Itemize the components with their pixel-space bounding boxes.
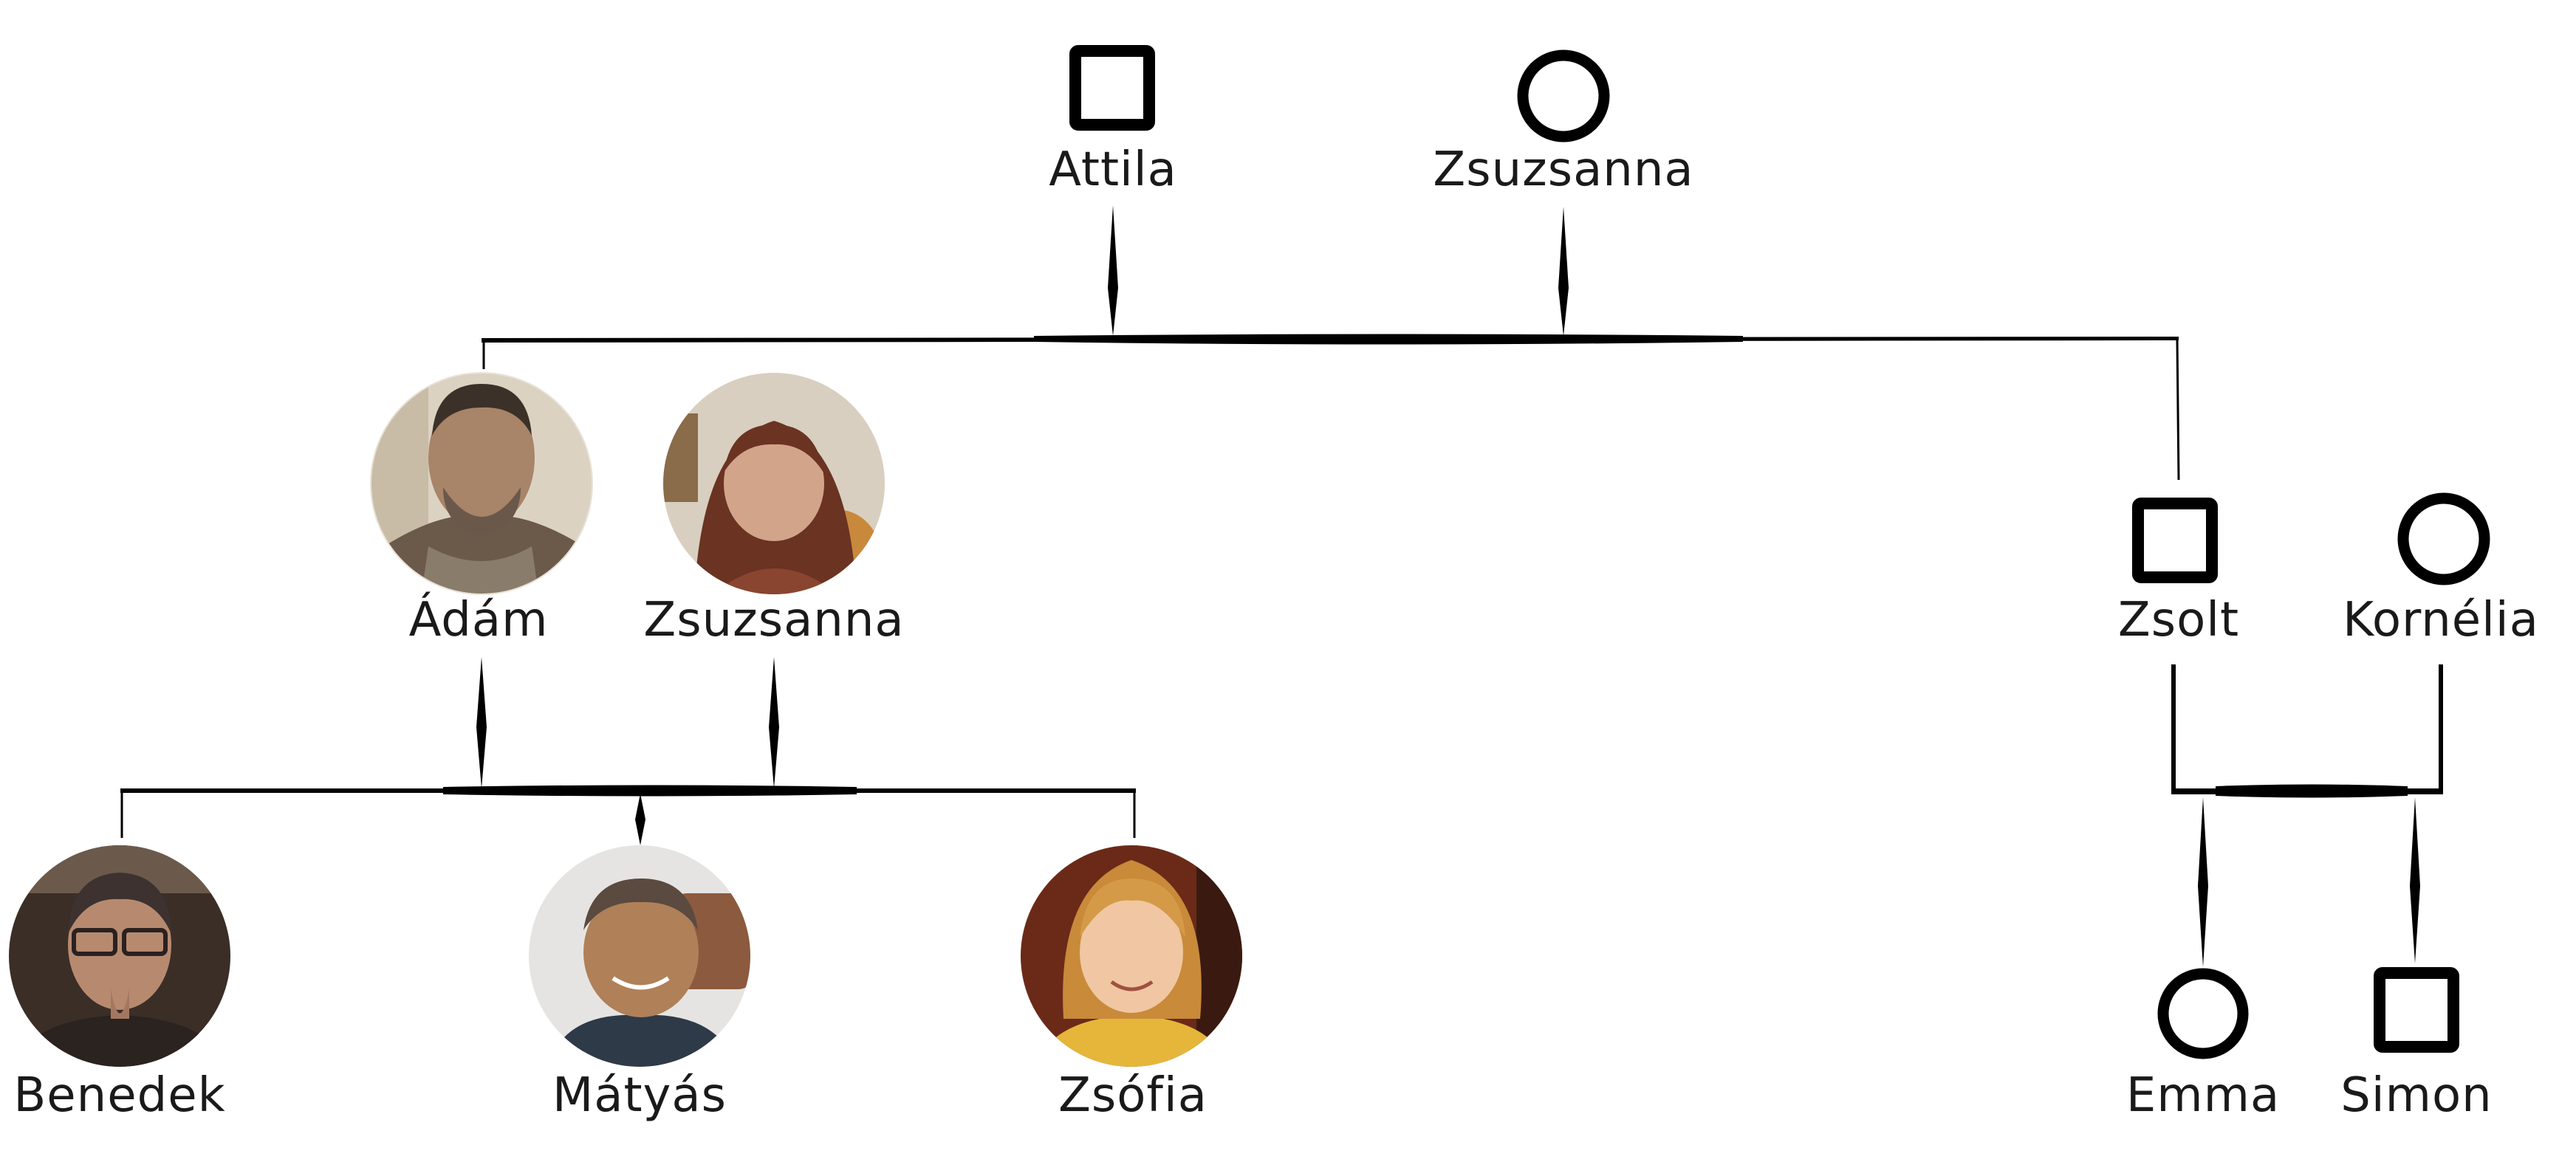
- name-label-attila: Attila: [1049, 142, 1177, 197]
- name-label-adam: Ádám: [408, 593, 549, 647]
- female-circle-icon: [2397, 492, 2490, 585]
- parents-bracket-zsolt-kornelia: [2171, 664, 2443, 794]
- name-label-zsuzsanna-jr: Zsuzsanna: [643, 593, 905, 647]
- female-circle-icon: [1517, 49, 1610, 142]
- portrait-photo-benedek: [9, 845, 230, 1067]
- spindle-zsuzsanna-sr: [1558, 207, 1569, 336]
- name-label-matyas: Mátyás: [552, 1068, 727, 1123]
- name-label-zsofia: Zsófia: [1058, 1068, 1208, 1123]
- name-label-emma: Emma: [2125, 1068, 2281, 1123]
- drop-line-zsolt: [2176, 339, 2180, 481]
- spindle-adam: [476, 657, 487, 788]
- female-circle-icon: [2157, 968, 2249, 1059]
- name-label-zsolt: Zsolt: [2117, 593, 2240, 647]
- name-label-simon: Simon: [2340, 1068, 2493, 1123]
- name-label-kornelia: Kornélia: [2343, 593, 2539, 647]
- portrait-photo-zsuzsanna-jr: [663, 373, 885, 594]
- spindle-zsuzsanna-jr: [769, 657, 779, 788]
- bar-thick-middle: [1034, 334, 1743, 345]
- spindle-simon: [2410, 797, 2420, 963]
- male-square-icon: [2374, 967, 2459, 1053]
- portrait-photo-zsofia: [1021, 845, 1242, 1067]
- connector-lines: [120, 205, 2443, 967]
- spindle-matyas: [635, 794, 645, 845]
- name-label-benedek: Benedek: [13, 1068, 226, 1123]
- portrait-photo-adam: [371, 373, 592, 594]
- male-square-icon: [2132, 498, 2218, 583]
- name-label-zsuzsanna-sr: Zsuzsanna: [1433, 142, 1694, 197]
- portrait-photo-matyas: [529, 845, 750, 1067]
- spindle-attila: [1108, 205, 1118, 336]
- spindle-emma: [2198, 797, 2208, 967]
- male-square-icon: [1069, 45, 1155, 131]
